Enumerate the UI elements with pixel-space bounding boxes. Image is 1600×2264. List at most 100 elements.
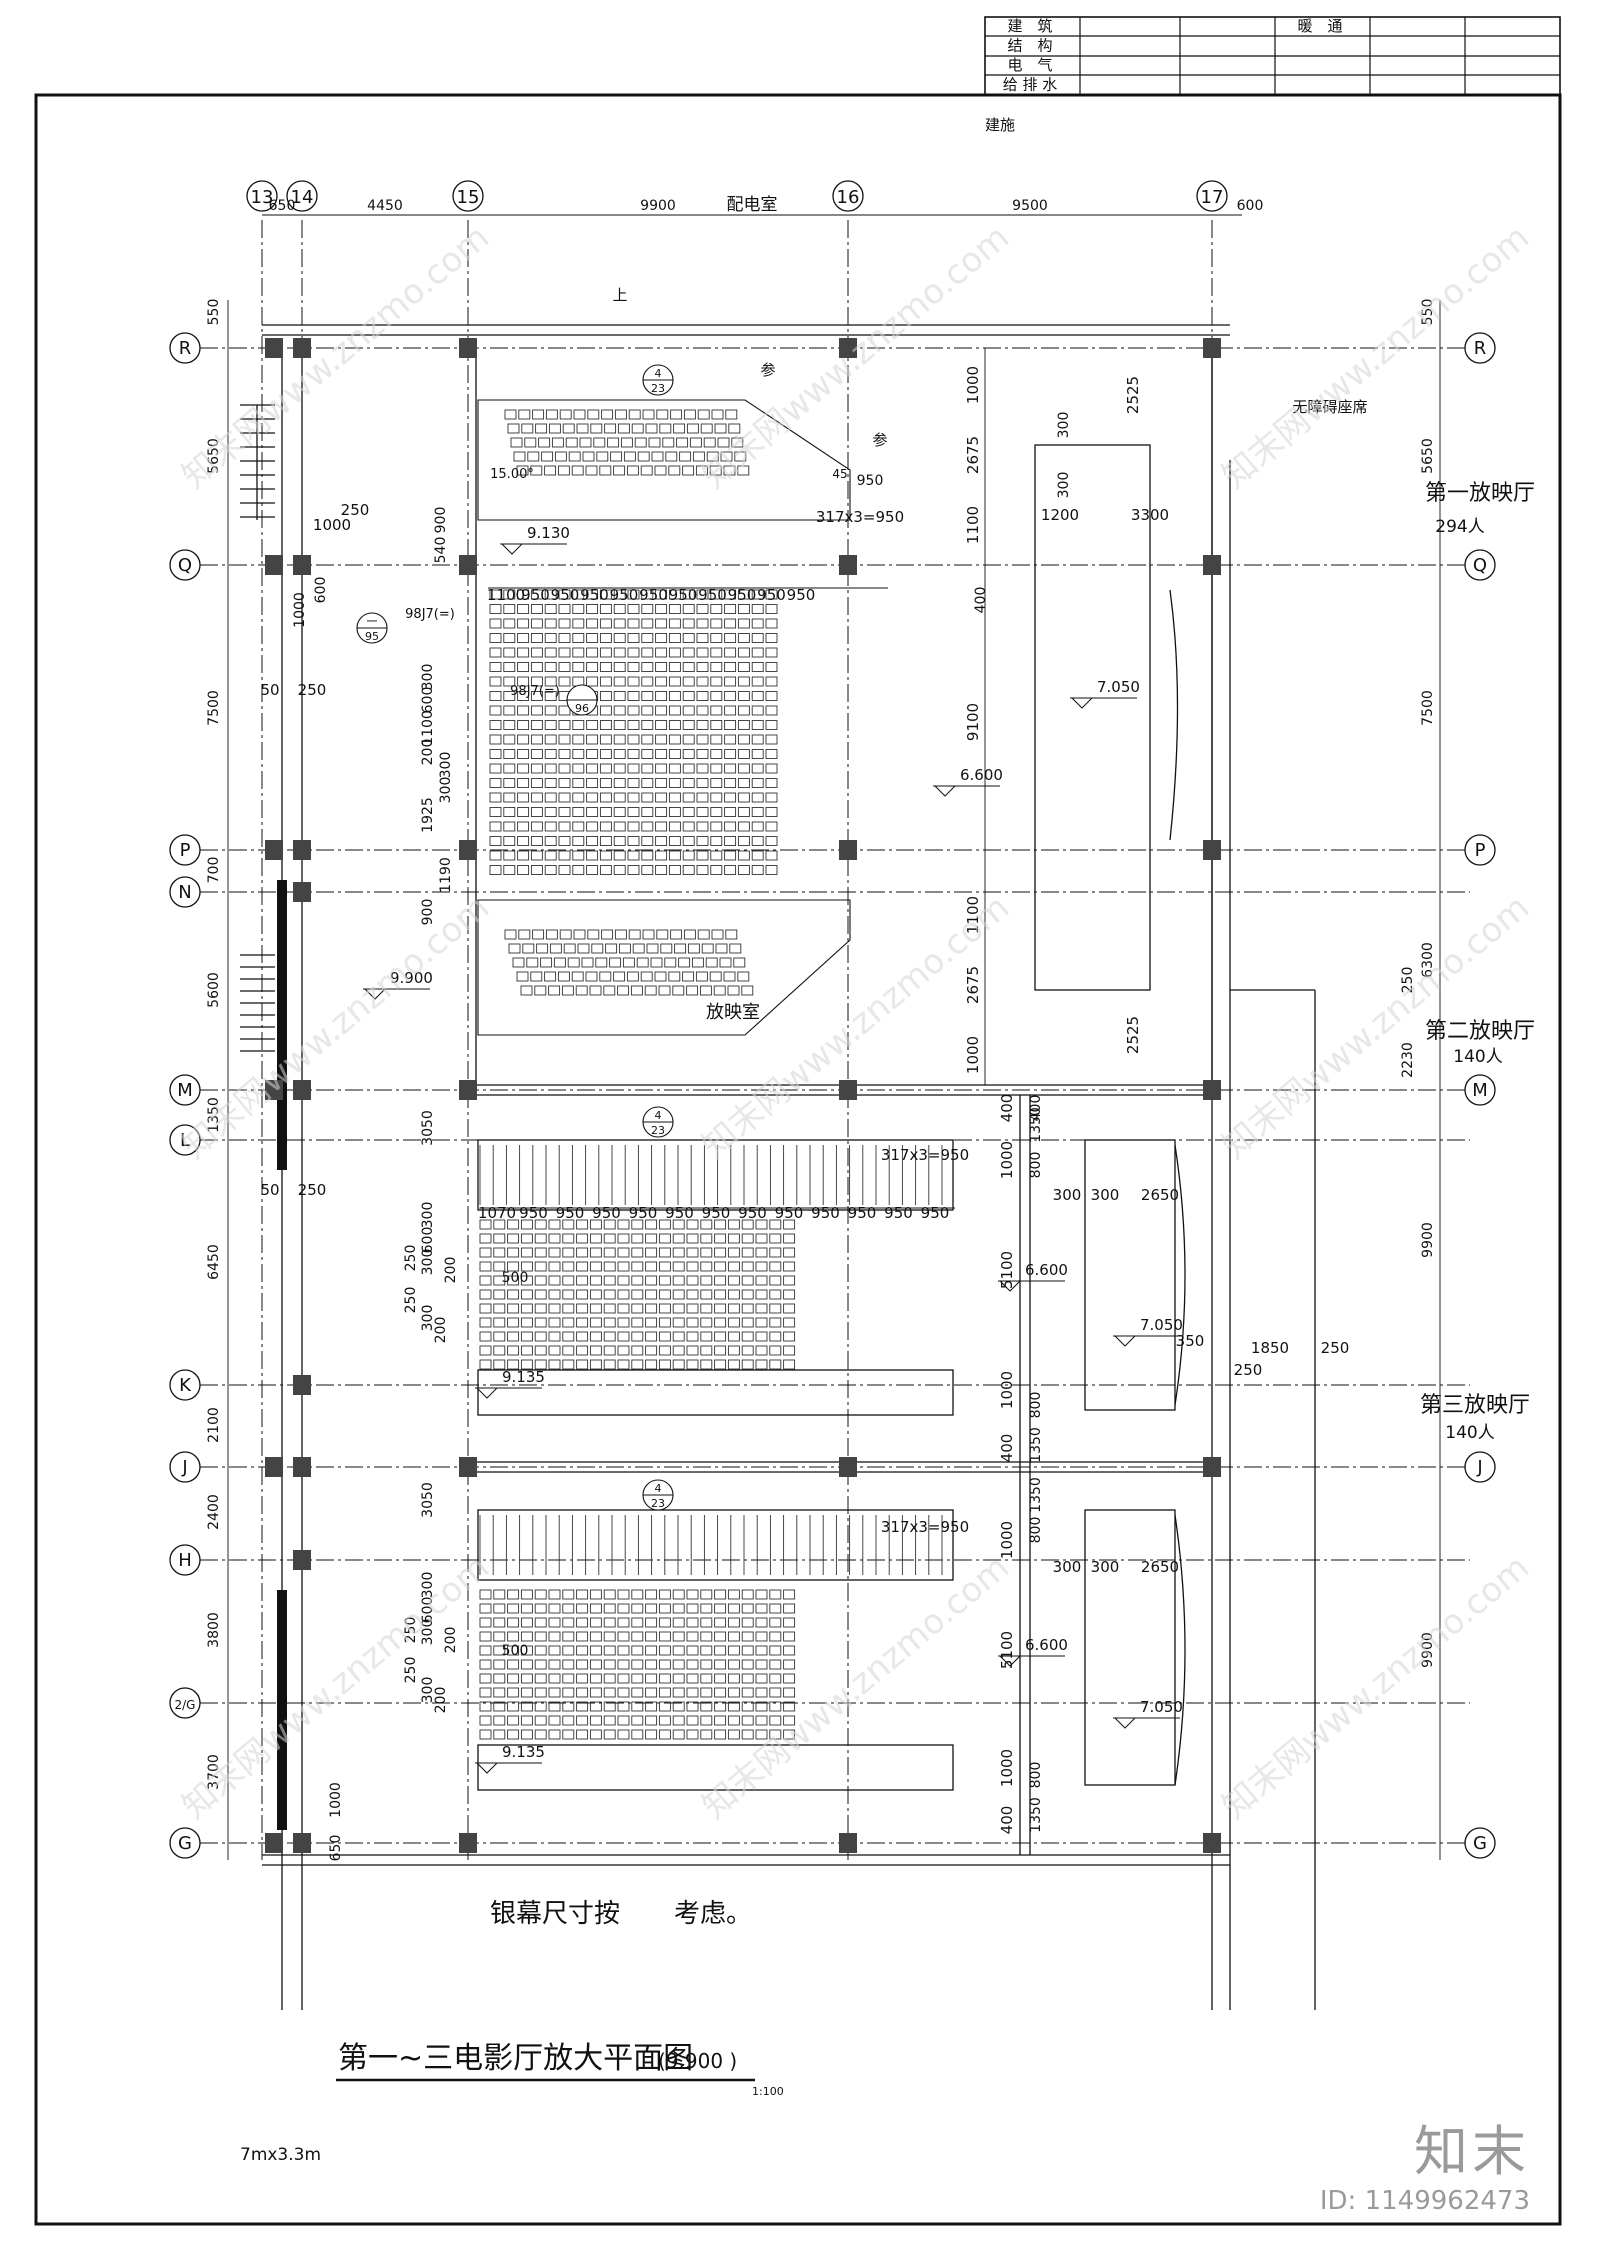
seat	[558, 850, 571, 861]
seat	[765, 792, 778, 803]
hall3-stage-dimension: 300	[1053, 1558, 1082, 1576]
seat	[572, 749, 585, 759]
seat	[517, 778, 530, 788]
seat	[627, 749, 640, 759]
seat	[520, 1289, 533, 1300]
seat	[562, 1673, 575, 1684]
drawing-level: (9.900 )	[658, 2049, 737, 2073]
seat	[558, 763, 571, 774]
seat	[741, 1331, 754, 1342]
seat	[691, 957, 704, 968]
seat	[741, 1729, 754, 1740]
hall3-left-dimension: 600	[420, 1597, 436, 1624]
seat	[769, 1303, 782, 1314]
seat	[617, 1331, 630, 1342]
seat	[673, 423, 686, 434]
hall2-stage-dimension: 250	[1234, 1361, 1263, 1379]
seat	[641, 691, 654, 701]
seat	[658, 1317, 671, 1328]
seat	[489, 792, 502, 803]
seat	[672, 1303, 685, 1314]
seat	[668, 633, 681, 643]
seat	[686, 1289, 699, 1300]
seat	[668, 865, 681, 875]
left-dimension: 2400	[206, 1494, 222, 1530]
seat	[613, 618, 626, 629]
axis-label-top: 15	[457, 187, 480, 208]
seat	[668, 821, 681, 832]
seat	[727, 1715, 740, 1726]
detail-tag-number: 4	[655, 1482, 662, 1495]
seat	[783, 1289, 796, 1300]
seat	[626, 971, 639, 982]
axis-label-left: N	[178, 882, 191, 903]
seat	[668, 604, 681, 614]
structural-column	[1203, 840, 1221, 860]
seat	[526, 957, 539, 968]
seat	[645, 1631, 658, 1642]
detail-tag-number: 4	[655, 367, 662, 380]
seat	[507, 1659, 520, 1670]
hall2-left-dimension: 250	[403, 1287, 419, 1314]
seat	[724, 604, 737, 614]
structural-column	[265, 338, 283, 358]
seat	[534, 1645, 547, 1656]
seat	[599, 749, 612, 759]
seat	[672, 1603, 685, 1614]
seat	[692, 451, 705, 462]
seat	[544, 850, 557, 861]
seat	[585, 465, 598, 476]
seat	[769, 1233, 782, 1244]
axis-bubble-left	[169, 1687, 201, 1719]
seat	[700, 1701, 713, 1712]
seat	[576, 1233, 589, 1244]
hall2-seat-dimension: 950	[811, 1204, 840, 1222]
seat	[520, 1219, 533, 1230]
seat	[659, 423, 672, 434]
seat	[626, 465, 639, 476]
seat	[645, 1247, 658, 1258]
seat	[503, 821, 516, 832]
structural-column	[839, 555, 857, 575]
seat	[538, 437, 551, 448]
hall2-left-dimension: 300	[420, 1305, 436, 1332]
hall1-dimension: 950	[857, 473, 884, 489]
seat	[503, 662, 516, 672]
seat	[641, 763, 654, 774]
seat	[682, 971, 695, 982]
seat	[517, 850, 530, 861]
hall1-left-dimension: 300	[420, 664, 436, 691]
seat	[765, 662, 778, 672]
seat	[562, 1345, 575, 1356]
seat	[576, 1687, 589, 1698]
seat	[562, 1303, 575, 1314]
axis-bubble-left	[169, 332, 201, 364]
seat	[696, 778, 709, 788]
seat	[755, 1659, 768, 1670]
hall1-seat-dimension: 950	[698, 586, 727, 604]
seat	[641, 720, 654, 730]
seat	[627, 647, 640, 658]
seat	[518, 929, 531, 940]
seat	[586, 792, 599, 803]
seat	[765, 749, 778, 759]
seat	[741, 1261, 754, 1272]
structural-column	[265, 1833, 283, 1853]
hall1-stage-dimension: 300	[1056, 472, 1072, 499]
seat	[655, 778, 668, 788]
left-dimension: 2100	[206, 1407, 222, 1443]
seat	[682, 618, 695, 629]
seat	[613, 821, 626, 832]
seat	[741, 1645, 754, 1656]
seat	[627, 821, 640, 832]
seat	[686, 1219, 699, 1230]
seat	[741, 1359, 754, 1370]
hall2-seat-dimension: 1070	[478, 1204, 516, 1222]
seat	[548, 1701, 561, 1712]
seat	[751, 618, 764, 629]
hall1-dimension: 600	[313, 577, 329, 604]
seat	[700, 1729, 713, 1740]
seat	[683, 929, 696, 940]
structural-column	[293, 1833, 311, 1853]
axis-bubble-left	[169, 549, 201, 581]
